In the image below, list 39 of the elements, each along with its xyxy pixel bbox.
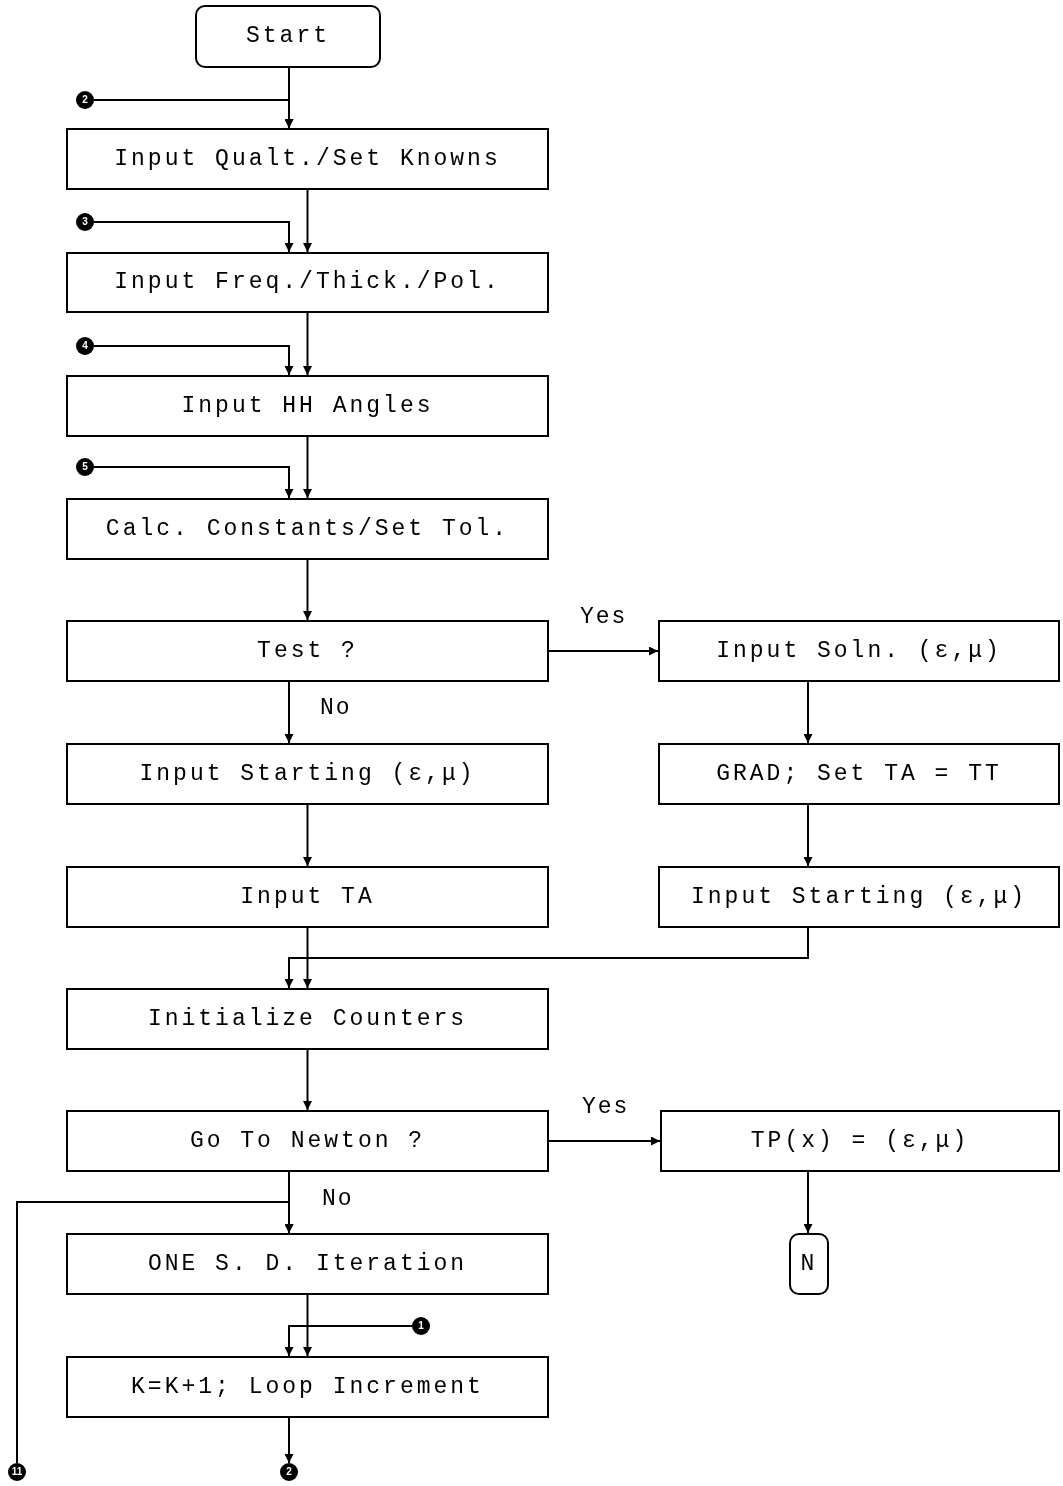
arrow xyxy=(284,681,294,744)
arrow xyxy=(303,436,312,499)
arrow xyxy=(284,1325,413,1357)
arrow xyxy=(93,345,294,376)
arrow xyxy=(284,927,809,989)
process-box: Initialize Counters xyxy=(66,988,549,1050)
arrow xyxy=(303,312,312,376)
arrow xyxy=(284,1417,294,1464)
process-box: K=K+1; Loop Increment xyxy=(66,1356,549,1418)
process-box: GRAD; Set TA = TT xyxy=(658,743,1060,805)
arrow xyxy=(93,466,294,499)
terminal-box: Start xyxy=(195,5,381,68)
arrow xyxy=(803,1171,813,1234)
arrow xyxy=(303,1294,312,1357)
process-box: Input Starting (ε,μ) xyxy=(66,743,549,805)
process-box: Input Qualt./Set Knowns xyxy=(66,128,549,190)
process-box: Input TA xyxy=(66,866,549,928)
terminal-box: N xyxy=(789,1233,829,1295)
arrow xyxy=(303,804,312,867)
process-box: TP(x) = (ε,μ) xyxy=(660,1110,1060,1172)
arrow xyxy=(303,927,312,989)
arrow xyxy=(803,804,813,867)
process-box: Test ? xyxy=(66,620,549,682)
process-box: Input Soln. (ε,μ) xyxy=(658,620,1060,682)
arrow xyxy=(803,681,813,744)
arrow xyxy=(548,1136,661,1146)
process-box: Go To Newton ? xyxy=(66,1110,549,1172)
arrow xyxy=(303,1049,312,1111)
arrow xyxy=(303,559,312,621)
process-box: Calc. Constants/Set Tol. xyxy=(66,498,549,560)
arrow xyxy=(16,1201,294,1464)
process-box: ONE S. D. Iteration xyxy=(66,1233,549,1295)
arrow xyxy=(548,646,659,656)
process-box: Input HH Angles xyxy=(66,375,549,437)
process-box: Input Starting (ε,μ) xyxy=(658,866,1060,928)
arrow xyxy=(93,99,294,129)
process-box: Input Freq./Thick./Pol. xyxy=(66,252,549,313)
arrow xyxy=(93,221,294,253)
arrow xyxy=(303,189,312,253)
